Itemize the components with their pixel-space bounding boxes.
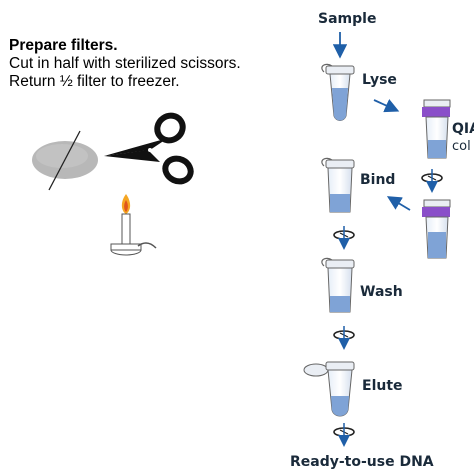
prep-step-return: Return ½ filter to freezer.	[9, 73, 180, 90]
centrifuge-rotation-icon	[334, 423, 354, 444]
lyse-tube-icon	[321, 63, 355, 121]
spin-column-icon	[422, 199, 451, 259]
filter-disc-icon	[32, 130, 98, 191]
column-label-line2: col	[452, 139, 471, 154]
centrifuge-rotation-icon	[422, 169, 442, 190]
bunsen-burner-icon	[110, 194, 157, 256]
bind-tube-icon	[321, 157, 355, 213]
elute-tube-icon	[303, 361, 355, 417]
step-lyse-label: Lyse	[362, 72, 397, 88]
spin-column-icon	[422, 99, 451, 159]
scissors-icon	[104, 112, 194, 185]
centrifuge-rotation-icon	[334, 326, 354, 347]
centrifuge-rotation-icon	[334, 226, 354, 247]
column-label-line1: QIA	[452, 121, 474, 137]
step-sample-label: Sample	[318, 11, 376, 27]
wash-tube-icon	[321, 257, 355, 313]
step-bind-label: Bind	[360, 172, 395, 188]
prep-title: Prepare filters.	[9, 37, 118, 54]
prep-step-cut: Cut in half with sterilized scissors.	[9, 55, 241, 72]
arrow-column-to-bind	[386, 196, 411, 211]
step-elute-label: Elute	[362, 378, 403, 394]
step-wash-label: Wash	[360, 284, 403, 300]
prep-instructions: Prepare filters. Cut in half with steril…	[9, 37, 241, 91]
arrow-lyse-to-column	[373, 98, 400, 113]
output-label: Ready-to-use DNA	[290, 454, 434, 470]
